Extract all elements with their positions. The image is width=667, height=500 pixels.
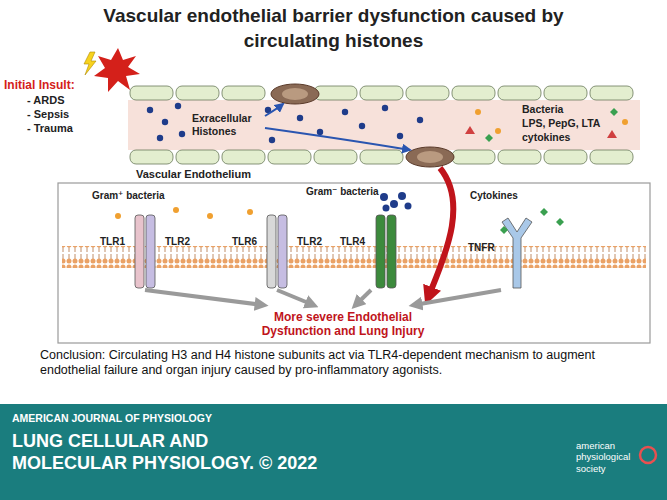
label: cytokines bbox=[522, 131, 570, 144]
label: - Trauma bbox=[27, 122, 73, 135]
label: AMERICAN JOURNAL OF PHYSIOLOGY bbox=[12, 412, 212, 425]
signal-arrow bbox=[145, 290, 263, 305]
histone-arrow bbox=[265, 128, 410, 150]
signal-arrow bbox=[356, 290, 371, 305]
signal-arrow bbox=[414, 290, 501, 305]
membrane-inset bbox=[58, 183, 650, 343]
receptor-label: TNFR bbox=[468, 242, 495, 253]
label: Gram⁺ bacteria bbox=[92, 190, 165, 202]
receptor: TLR1 TLR2 bbox=[100, 212, 190, 290]
label: Vascular Endothelium bbox=[134, 168, 253, 181]
receptor-label: TLR6 bbox=[232, 236, 257, 247]
signal-arrow bbox=[277, 290, 313, 305]
histone-effect-arrow bbox=[428, 168, 453, 298]
journal-band bbox=[0, 404, 667, 500]
receptor-label: TLR1 bbox=[100, 236, 125, 247]
conclusion-text: Conclusion: Circulating H3 and H4 histon… bbox=[40, 348, 640, 378]
figure-title: Vascular endothelial barrier dysfunction… bbox=[80, 4, 587, 53]
receptor: TNFR bbox=[468, 232, 534, 290]
damaged-cell-core bbox=[417, 151, 443, 163]
outcome-box: More severe Endothelial Dysfunction and … bbox=[238, 308, 448, 341]
damaged-cell-core bbox=[282, 88, 308, 100]
label: LUNG CELLULAR AND bbox=[12, 431, 208, 453]
receptors bbox=[135, 215, 532, 288]
receptor: TLR6 TLR2 bbox=[232, 212, 322, 290]
endothelial-cells bbox=[130, 86, 633, 164]
label: Initial Insult: bbox=[4, 78, 75, 92]
label: Bacteria bbox=[522, 103, 563, 116]
society-logo bbox=[640, 447, 656, 463]
receptor-label: TLR4 bbox=[340, 236, 365, 247]
label: - ARDS bbox=[27, 94, 64, 107]
outcome-text: More severe Endothelial Dysfunction and … bbox=[238, 310, 448, 339]
receptor: TLR4 bbox=[340, 212, 402, 290]
receptor-label: TLR2 bbox=[165, 236, 190, 247]
label: american physiological society bbox=[576, 440, 638, 474]
damaged-cell bbox=[406, 147, 454, 167]
insult-burst bbox=[94, 48, 140, 92]
vessel-lumen bbox=[128, 100, 640, 150]
label: LPS, PepG, LTA bbox=[522, 117, 600, 130]
label: - Sepsis bbox=[27, 108, 69, 121]
histone-arrow bbox=[265, 104, 283, 116]
label: Cytokines bbox=[470, 190, 518, 202]
damaged-cell bbox=[271, 84, 319, 104]
histone-dots bbox=[147, 103, 423, 143]
lightning-bolt bbox=[84, 52, 96, 75]
label: Exracellular Histones bbox=[192, 112, 260, 137]
receptor-label: TLR2 bbox=[297, 236, 322, 247]
label: MOLECULAR PHYSIOLOGY. © 2022 bbox=[12, 453, 317, 475]
label: Gram⁻ bacteria bbox=[306, 186, 379, 198]
